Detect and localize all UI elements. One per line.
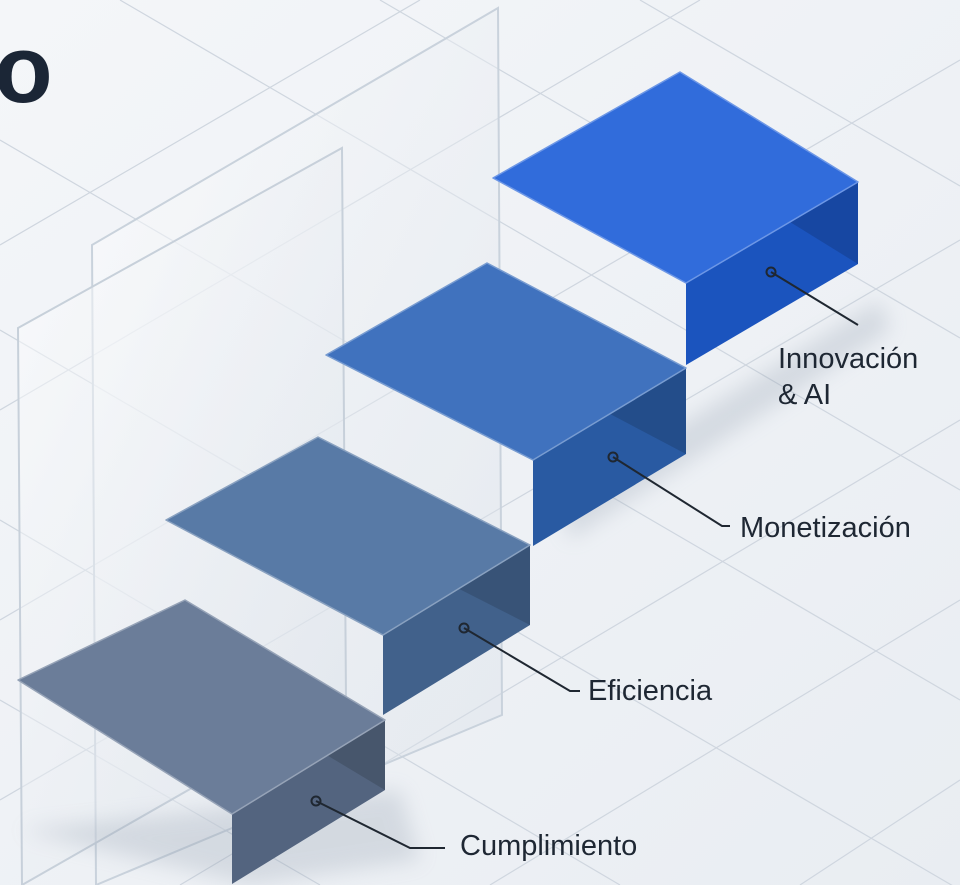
leader-line-1 (315, 800, 445, 849)
leader-anchor-2 (458, 622, 470, 634)
step-top-face (165, 436, 531, 636)
leader-line-3 (612, 456, 730, 527)
leader-lines (310, 266, 859, 849)
step-label-line: Monetización (740, 512, 911, 544)
step-top-face (325, 262, 687, 461)
leader-anchor-3 (607, 451, 619, 463)
title-fragment: o (0, 16, 53, 123)
step-label-eficiencia: Eficiencia (588, 673, 712, 709)
leader-line-2 (463, 627, 580, 692)
steps-layer (17, 71, 859, 884)
step-label-innovacion: Innovación & AI (778, 341, 918, 413)
step-top-face (492, 71, 859, 284)
leader-line-4 (770, 271, 859, 326)
leader-anchor-4 (765, 266, 777, 278)
step-label-line: Eficiencia (588, 675, 713, 707)
step-top-face (17, 599, 386, 815)
leader-anchor-1 (310, 795, 322, 807)
step-block-2 (165, 436, 531, 715)
step-block-1 (17, 599, 386, 884)
step-label-line: & AI (778, 379, 832, 411)
step-label-monetizacion: Monetización (740, 510, 911, 546)
step-label-line: Cumplimiento (460, 830, 638, 862)
step-label-cumplimiento: Cumplimiento (460, 828, 637, 864)
step-label-line: Innovación (778, 343, 919, 375)
